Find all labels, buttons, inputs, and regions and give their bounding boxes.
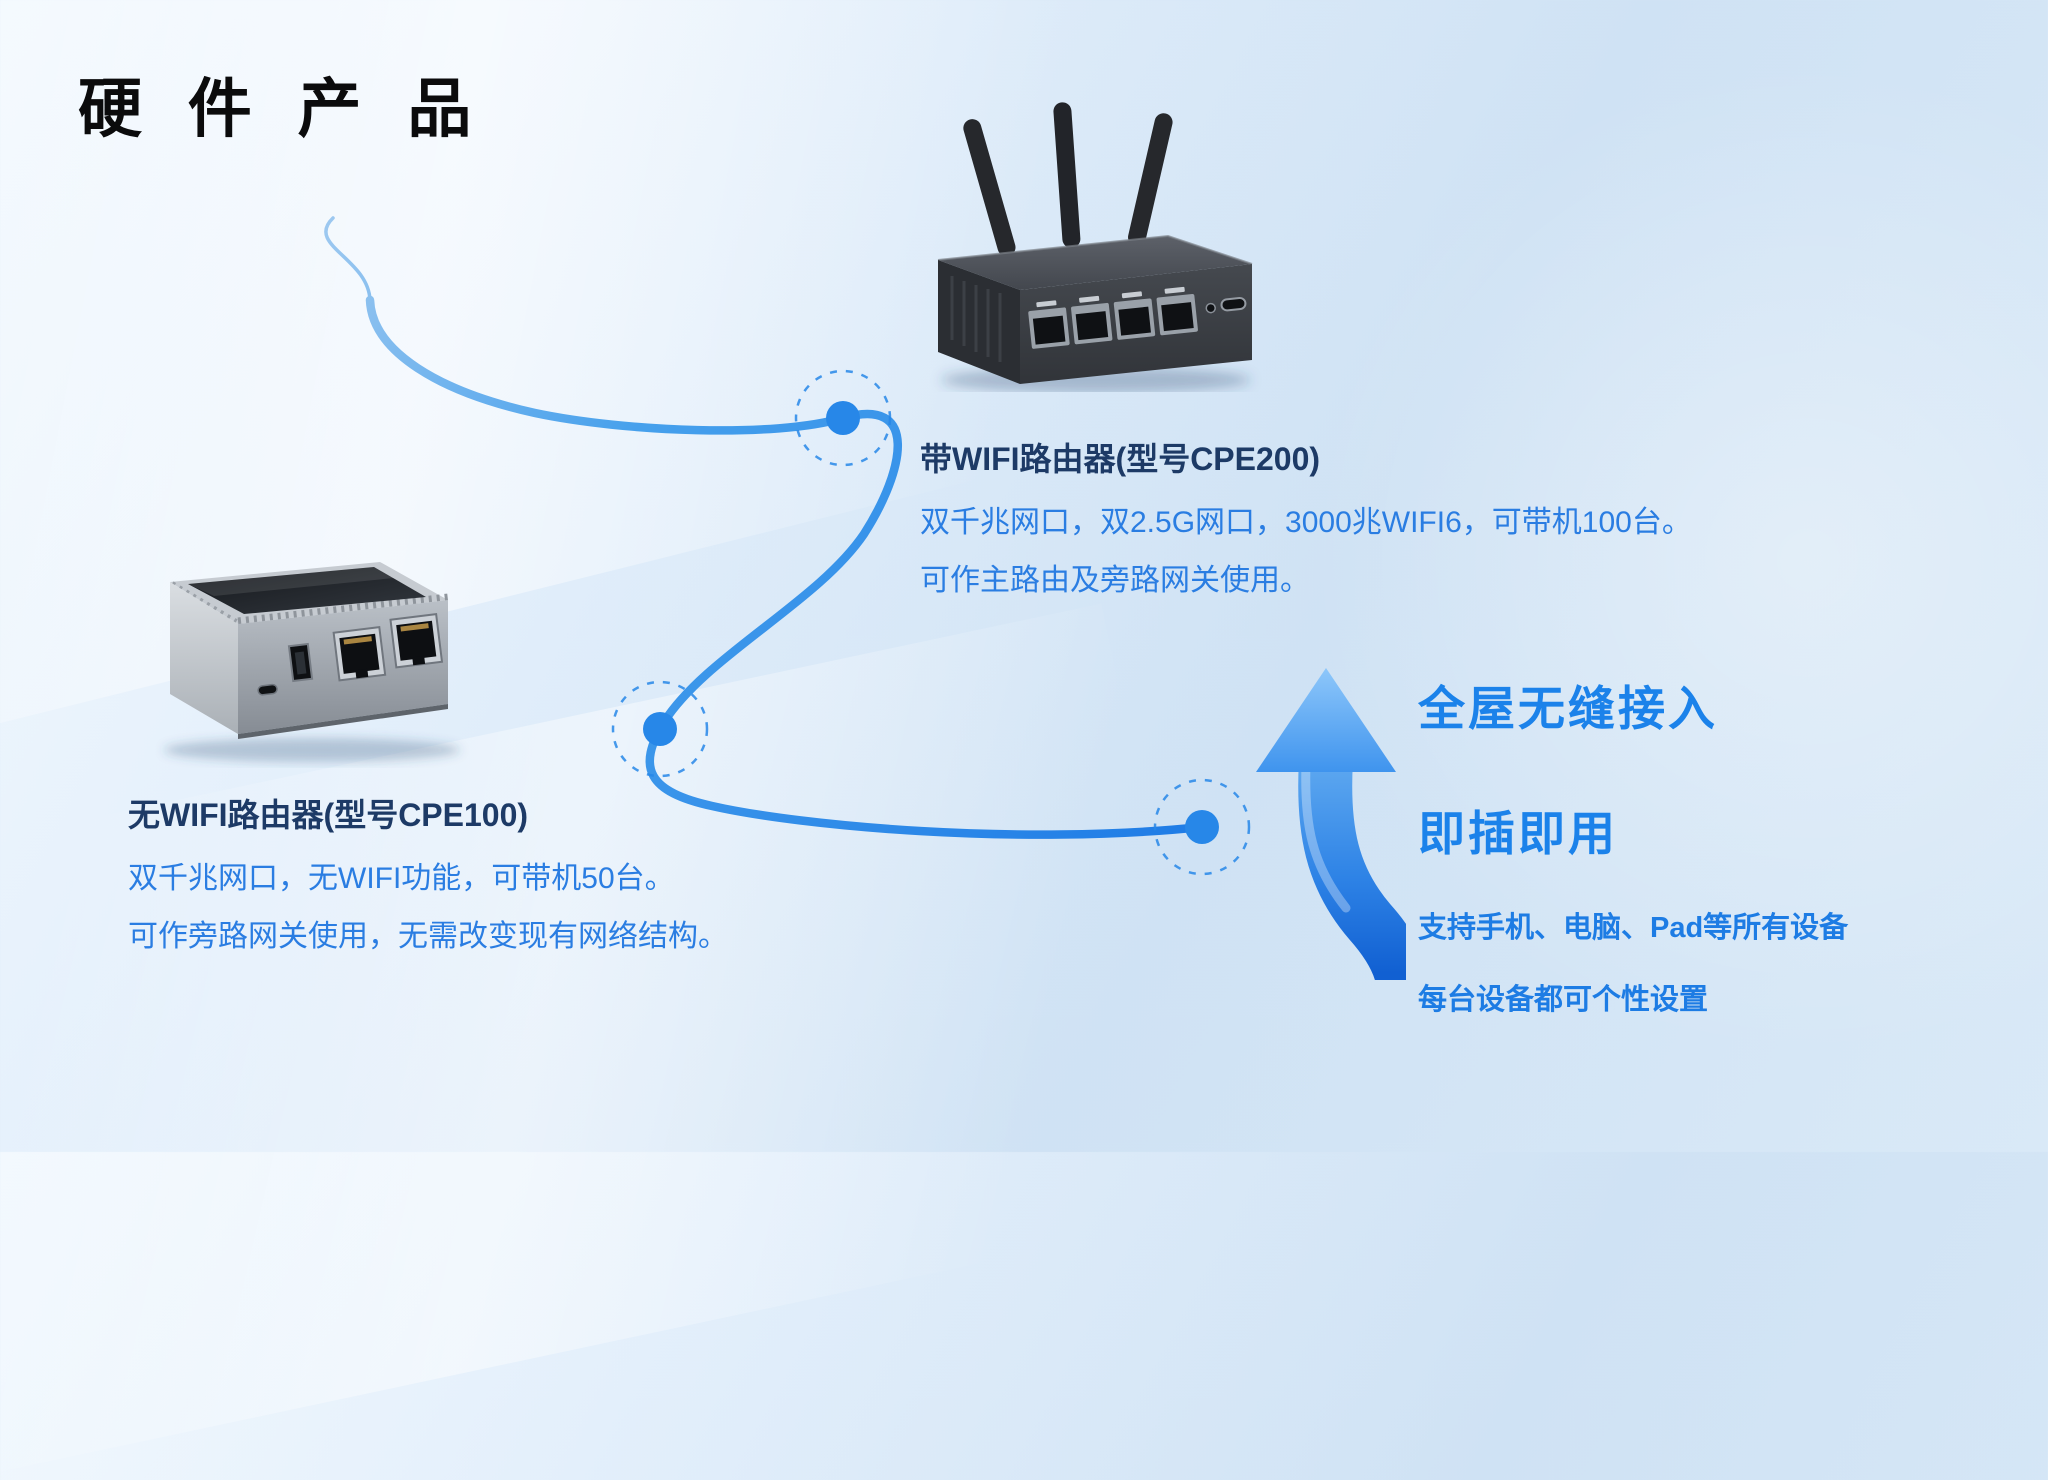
cpe200-name: 带WIFI路由器(型号CPE200) <box>920 441 1321 477</box>
cpe200-caption: 带WIFI路由器(型号CPE200) 双千兆网口，双2.5G网口，3000兆WI… <box>920 434 1692 610</box>
benefits-panel: 全屋无缝接入 即插即用 支持手机、电脑、Pad等所有设备 每台设备都可个性设置 <box>1418 670 1978 1018</box>
benefit-sub-1: 支持手机、电脑、Pad等所有设备 <box>1418 912 1849 944</box>
top-screen <box>188 567 426 614</box>
connection-line-layer <box>324 216 1251 876</box>
benefit-headline-2: 即插即用 <box>1418 807 1618 860</box>
cpe200-desc-line2: 可作主路由及旁路网关使用。 <box>920 564 1310 597</box>
heatsink-fins <box>237 593 449 625</box>
ethernet-ports <box>1028 286 1247 349</box>
cpe100-desc-line2: 可作旁路网关使用，无需改变现有网络结构。 <box>128 920 728 953</box>
ethernet-port-icon <box>332 626 387 682</box>
connection-line <box>365 295 1207 839</box>
ethernet-port-icon <box>389 613 444 669</box>
cpe200-desc-line1: 双千兆网口，双2.5G网口，3000兆WIFI6，可带机100台。 <box>920 506 1692 539</box>
cpe100-name: 无WIFI路由器(型号CPE100) <box>128 797 529 833</box>
connection-node-cpe100 <box>611 680 709 778</box>
cpe100-desc-line1: 双千兆网口，无WIFI功能，可带机50台。 <box>128 862 675 895</box>
cpe100-caption: 无WIFI路由器(型号CPE100) 双千兆网口，无WIFI功能，可带机50台。… <box>128 790 728 966</box>
benefit-headline-1: 全屋无缝接入 <box>1418 682 1718 735</box>
wifi-antenna-icon <box>963 102 1173 257</box>
reset-button-icon <box>1205 302 1216 314</box>
up-arrow-icon <box>1246 660 1428 1000</box>
usb-c-port-icon <box>1220 297 1247 312</box>
front-ports <box>257 613 444 696</box>
usb-a-port-icon <box>287 642 314 683</box>
connection-node-cpe200 <box>794 369 892 467</box>
connection-line-start <box>324 216 372 302</box>
cpe200-router-image <box>900 62 1280 393</box>
side-vents <box>950 276 1002 362</box>
connection-node-arrow <box>1153 778 1251 876</box>
device-shadow <box>164 738 460 762</box>
page-title: 硬 件 产 品 <box>78 73 486 145</box>
cpe100-router-image <box>142 548 482 768</box>
benefit-sub-2: 每台设备都可个性设置 <box>1418 984 1709 1016</box>
usb-c-port-icon <box>257 683 278 696</box>
